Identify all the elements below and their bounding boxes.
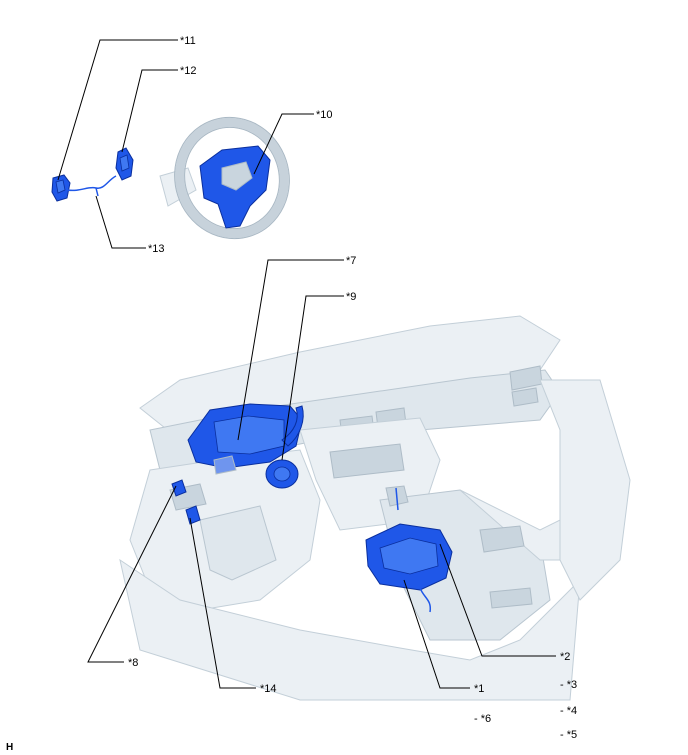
callout-11: *11 — [180, 35, 196, 47]
callout-8: *8 — [128, 657, 138, 669]
spiral-cable — [265, 405, 304, 489]
shift-lever-assembly — [365, 523, 453, 613]
callout-10: *10 — [316, 109, 333, 121]
switch-lower-left — [171, 479, 187, 497]
callout-14: *14 — [260, 683, 277, 695]
callout-9: *9 — [346, 291, 356, 303]
steering-switch-harness — [51, 147, 134, 202]
corner-mark: H — [6, 742, 13, 753]
callout-6: - *6 — [474, 713, 491, 725]
combination-meter — [187, 403, 303, 475]
callout-12: *12 — [180, 65, 197, 77]
callout-3: - *3 — [560, 679, 577, 691]
callout-13: *13 — [148, 243, 165, 255]
steering-wheel — [159, 116, 290, 240]
callout-4: - *4 — [560, 705, 577, 717]
callout-2: *2 — [560, 651, 570, 663]
callout-7: *7 — [346, 255, 356, 267]
leader-lines — [57, 39, 556, 689]
switch-knee-area — [185, 505, 201, 525]
callout-labels: *11 *12 *13 *10 *7 *9 *8 *14 *1 *2 - *3 … — [6, 35, 577, 753]
callout-1: *1 — [474, 683, 484, 695]
callout-5: - *5 — [560, 729, 577, 741]
